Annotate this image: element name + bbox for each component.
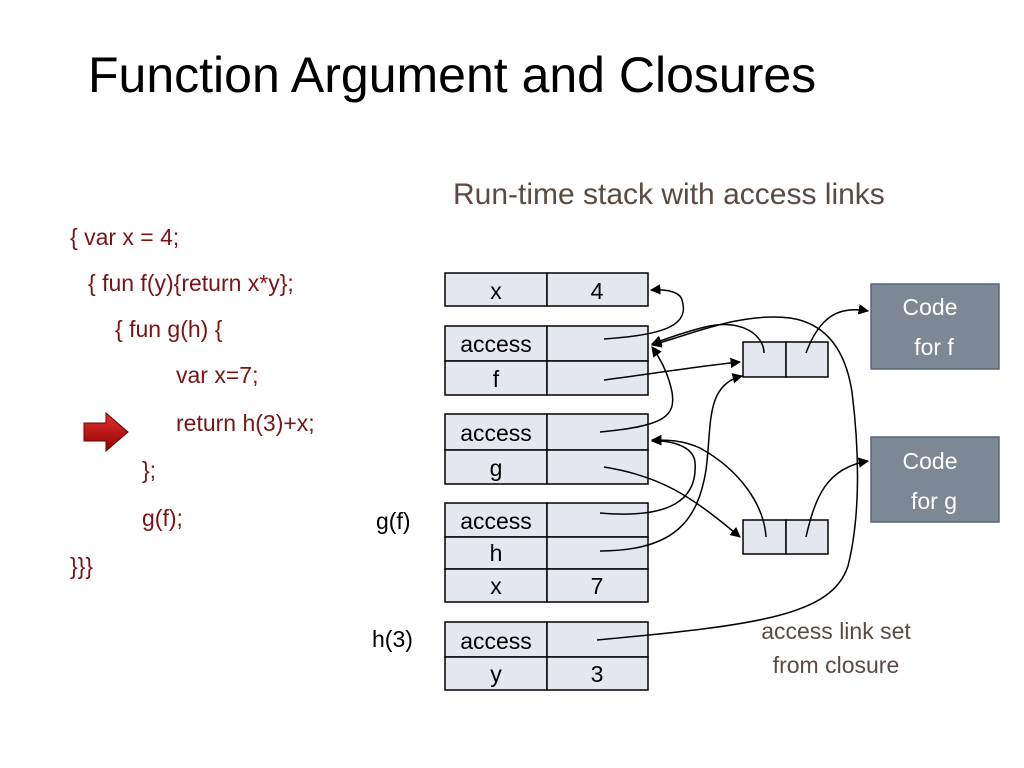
cell-f-value [546,360,649,396]
link-h-to-closure-f [599,373,744,552]
code-line-4: var x=7; [176,362,259,388]
cell-g-name [444,449,548,485]
diagram-subtitle: Run-time stack with access links [453,178,885,211]
cell-x-value [546,272,649,307]
cell-f-access-value [546,325,649,362]
frame-x [444,272,649,307]
code-box-g-line-2: for g [911,488,957,514]
cell-text-h3-y: y [490,661,502,687]
frame-f [444,325,649,396]
frame-gf [444,502,649,603]
cell-gf-x-name [444,568,548,603]
code-line-3: { fun g(h) { [115,316,223,342]
code-box-g-line-1: Code [903,448,958,474]
current-line-arrow-icon [83,411,129,453]
cell-text-gf-h: h [490,540,503,566]
code-line-1: { var x = 4; [70,224,180,250]
annotation-line-2: from closure [772,652,900,678]
frame-h3 [444,621,649,691]
code-line-6: }; [142,457,157,483]
code-line-5: return h(3)+x; [176,410,315,436]
link-h3-access-to-frame-f [596,316,859,641]
link-g-value-to-closure [603,466,741,538]
cell-h3-access-name [444,621,548,658]
code-box-f-line-2: for f [914,334,954,360]
code-line-2: { fun f(y){return x*y}; [88,270,294,296]
cell-text-g: g [490,455,503,481]
cell-text-h3-access: access [460,628,532,654]
cell-text-g-access: access [460,420,532,446]
annotation-line-1: access link set [761,618,911,644]
cell-g-access-value [546,413,649,451]
link-closure-f-env-to-frame [651,323,765,354]
cell-text-x: x [490,278,502,304]
code-box-f-line-1: Code [903,294,958,320]
frame-label-gf: g(f) [376,508,411,534]
cell-h3-y-value [546,656,649,691]
link-g-access-to-f [599,346,674,433]
closure-g [742,519,829,555]
cell-h3-y-name [444,656,548,691]
code-line-7: g(f); [142,505,183,531]
cell-gf-access-value [546,502,649,538]
link-f-value-to-closure [603,357,742,381]
link-f-access-to-x [603,284,685,340]
cell-text-f-access: access [460,331,532,357]
frame-label-h3: h(3) [372,626,413,652]
code-box-g [870,436,1000,523]
cell-text-gf-x-value: 7 [591,573,604,599]
cell-g-value [546,449,649,485]
cell-text-x-value: 4 [591,278,604,304]
slide-title: Function Argument and Closures [88,47,817,103]
cell-text-f: f [493,366,500,392]
code-box-f [870,283,1000,370]
link-closure-g-env-to-frame [650,434,767,538]
cell-gf-x-value [546,568,649,603]
cell-gf-h-value [546,536,649,570]
closure-g-code [785,519,829,555]
closure-f-env [742,341,787,378]
link-closure-f-code-to-code-f [805,304,870,354]
cell-text-h3-y-value: 3 [591,661,604,687]
link-gf-access-to-g [599,435,696,515]
cell-text-gf-x: x [490,573,502,599]
code-line-8: }}} [70,553,94,579]
cell-text-gf-access: access [460,508,532,534]
closure-f-code [785,341,829,378]
link-closure-g-code-to-code-g [805,457,870,538]
closure-f [742,341,829,378]
cell-gf-access-name [444,502,548,538]
frame-g [444,413,649,485]
